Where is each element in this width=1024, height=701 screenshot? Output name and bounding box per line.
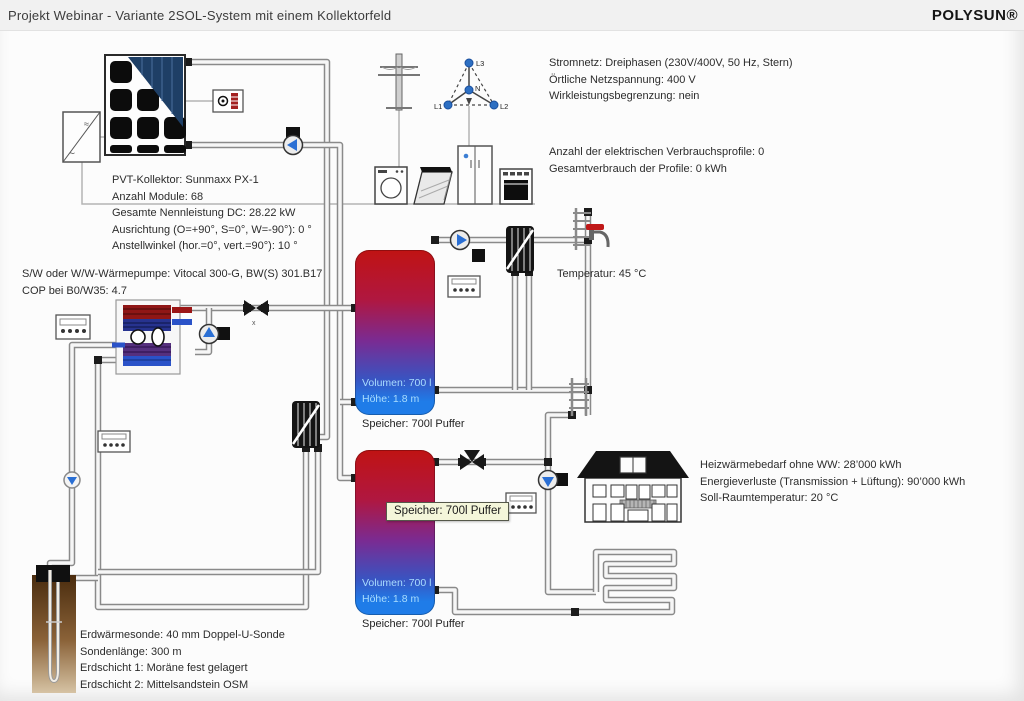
controller-heating[interactable] (505, 492, 537, 514)
tank1-caption: Speicher: 700l Puffer (362, 418, 465, 430)
dhw-temperature-label: Temperatur: 45 °C (557, 268, 647, 280)
heating-riser[interactable] (569, 378, 589, 416)
buffer-tank-2[interactable]: Volumen: 700 l Höhe: 1.8 m (355, 450, 435, 615)
pvt-info-line: Anzahl Module: 68 (112, 190, 204, 203)
tank1-height: Höhe: 1.8 m (362, 393, 420, 405)
building-info-line: Heizwärmebedarf ohne WW: 28’000 kWh (700, 459, 902, 471)
svg-text:L2: L2 (500, 102, 508, 111)
profiles-total-muted: Gesamtverbrauch der Profile: 0 kWh (549, 162, 727, 175)
svg-text:≈: ≈ (84, 119, 89, 129)
building-icon[interactable] (577, 451, 689, 523)
svg-text:L1: L1 (434, 102, 442, 111)
building-info-line: Soll-Raumtemperatur: 20 °C (700, 492, 839, 504)
grid-info-line: Wirkleistungsbegrenzung: nein (549, 90, 700, 102)
grid-info-line: Örtliche Netzspannung: 400 V (549, 73, 696, 86)
grid-info-block: Stromnetz: Dreiphasen (230V/400V, 50 Hz,… (549, 55, 793, 105)
tank1-labels: Volumen: 700 l Höhe: 1.8 m (362, 375, 431, 407)
grid-info-line: Stromnetz: Dreiphasen (230V/400V, 50 Hz,… (549, 57, 793, 69)
buffer-tank-1[interactable]: Volumen: 700 l Höhe: 1.8 m (355, 250, 435, 415)
pvt-collector[interactable] (104, 54, 186, 156)
dhw-pump[interactable] (449, 229, 486, 263)
profiles-count: Anzahl der elektrischen Verbrauchsprofil… (549, 146, 765, 158)
tank2-volume: Volumen: 700 l (362, 577, 432, 589)
oven-icon[interactable] (499, 168, 533, 205)
mixing-valve[interactable]: x (244, 300, 268, 327)
inverter[interactable]: ≈ ∼ (62, 111, 101, 163)
heatpump-cop-muted: COP bei B0/W35: 4.7 (22, 284, 127, 297)
heating-pump[interactable] (537, 469, 569, 491)
heatpump-meter[interactable] (55, 314, 91, 340)
tank2-labels: Volumen: 700 l Höhe: 1.8 m (362, 575, 431, 607)
tank1-volume: Volumen: 700 l (362, 377, 432, 389)
collector-meter[interactable] (212, 89, 244, 113)
borehole-info-block: Erdwärmesonde: 40 mm Doppel-U-Sonde Sond… (80, 627, 285, 693)
plate-heat-exchanger-ground[interactable] (291, 401, 321, 448)
borehole-info-line: Erdwärmesonde: 40 mm Doppel-U-Sonde (80, 629, 285, 641)
borehole-info-line: Sondenlänge: 300 m (80, 645, 182, 658)
heating-valve[interactable] (460, 450, 484, 470)
project-title: Projekt Webinar - Variante 2SOL-System m… (8, 7, 392, 23)
pvt-info-block: PVT-Kollektor: Sunmaxx PX-1 Anzahl Modul… (112, 172, 312, 255)
borehole[interactable] (32, 565, 76, 693)
fridge-icon[interactable] (457, 145, 493, 205)
building-info-line: Energieverluste (Transmission + Lüftung)… (700, 475, 966, 488)
component-tooltip: Speicher: 700l Puffer (386, 502, 510, 521)
plate-heat-exchanger-dhw[interactable] (505, 226, 535, 273)
controller-ground[interactable] (97, 430, 131, 453)
flow-arrow-indicator (63, 471, 81, 489)
title-bar: Projekt Webinar - Variante 2SOL-System m… (0, 0, 1024, 31)
floor-heating-coil[interactable] (575, 552, 674, 612)
grid-tower-icon[interactable] (378, 53, 420, 111)
heat-pump[interactable] (112, 299, 192, 375)
svg-text:L3: L3 (476, 59, 484, 68)
polysun-logo: POLYSUN® (931, 6, 1018, 24)
borehole-info-line: Erdschicht 2: Mittelsandstein OSM (80, 678, 249, 691)
controller-dhw[interactable] (447, 275, 481, 298)
three-phase-star-icon[interactable]: L3 N L1 L2 (434, 58, 508, 111)
heatpump-pump[interactable] (198, 323, 231, 345)
profiles-info-block: Anzahl der elektrischen Verbrauchsprofil… (549, 144, 764, 177)
tank2-height: Höhe: 1.8 m (362, 593, 420, 605)
borehole-info-line: Erdschicht 1: Moräne fest gelagert (80, 662, 248, 674)
pvt-info-line: Ausrichtung (O=+90°, S=0°, W=-90°): 0 ° (112, 223, 312, 236)
pvt-info-line: Anstellwinkel (hor.=0°, vert.=90°): 10 ° (112, 240, 298, 252)
heatpump-model: S/W oder W/W-Wärmepumpe: Vitocal 300-G, … (22, 268, 323, 280)
tank2-caption: Speicher: 700l Puffer (362, 618, 465, 630)
washing-machine-icon[interactable] (374, 166, 408, 205)
pvt-info-line: PVT-Kollektor: Sunmaxx PX-1 (112, 174, 259, 186)
collector-pump[interactable] (282, 127, 304, 156)
hot-water-tap[interactable] (573, 208, 610, 250)
svg-text:x: x (252, 320, 256, 327)
heatpump-info-block: S/W oder W/W-Wärmepumpe: Vitocal 300-G, … (22, 266, 322, 299)
pvt-info-line: Gesamte Nennleistung DC: 28.22 kW (112, 207, 296, 219)
dishwasher-icon[interactable] (413, 167, 453, 205)
svg-text:N: N (475, 84, 480, 93)
svg-text:∼: ∼ (68, 148, 76, 158)
building-info-block: Heizwärmebedarf ohne WW: 28’000 kWh Ener… (700, 457, 965, 507)
